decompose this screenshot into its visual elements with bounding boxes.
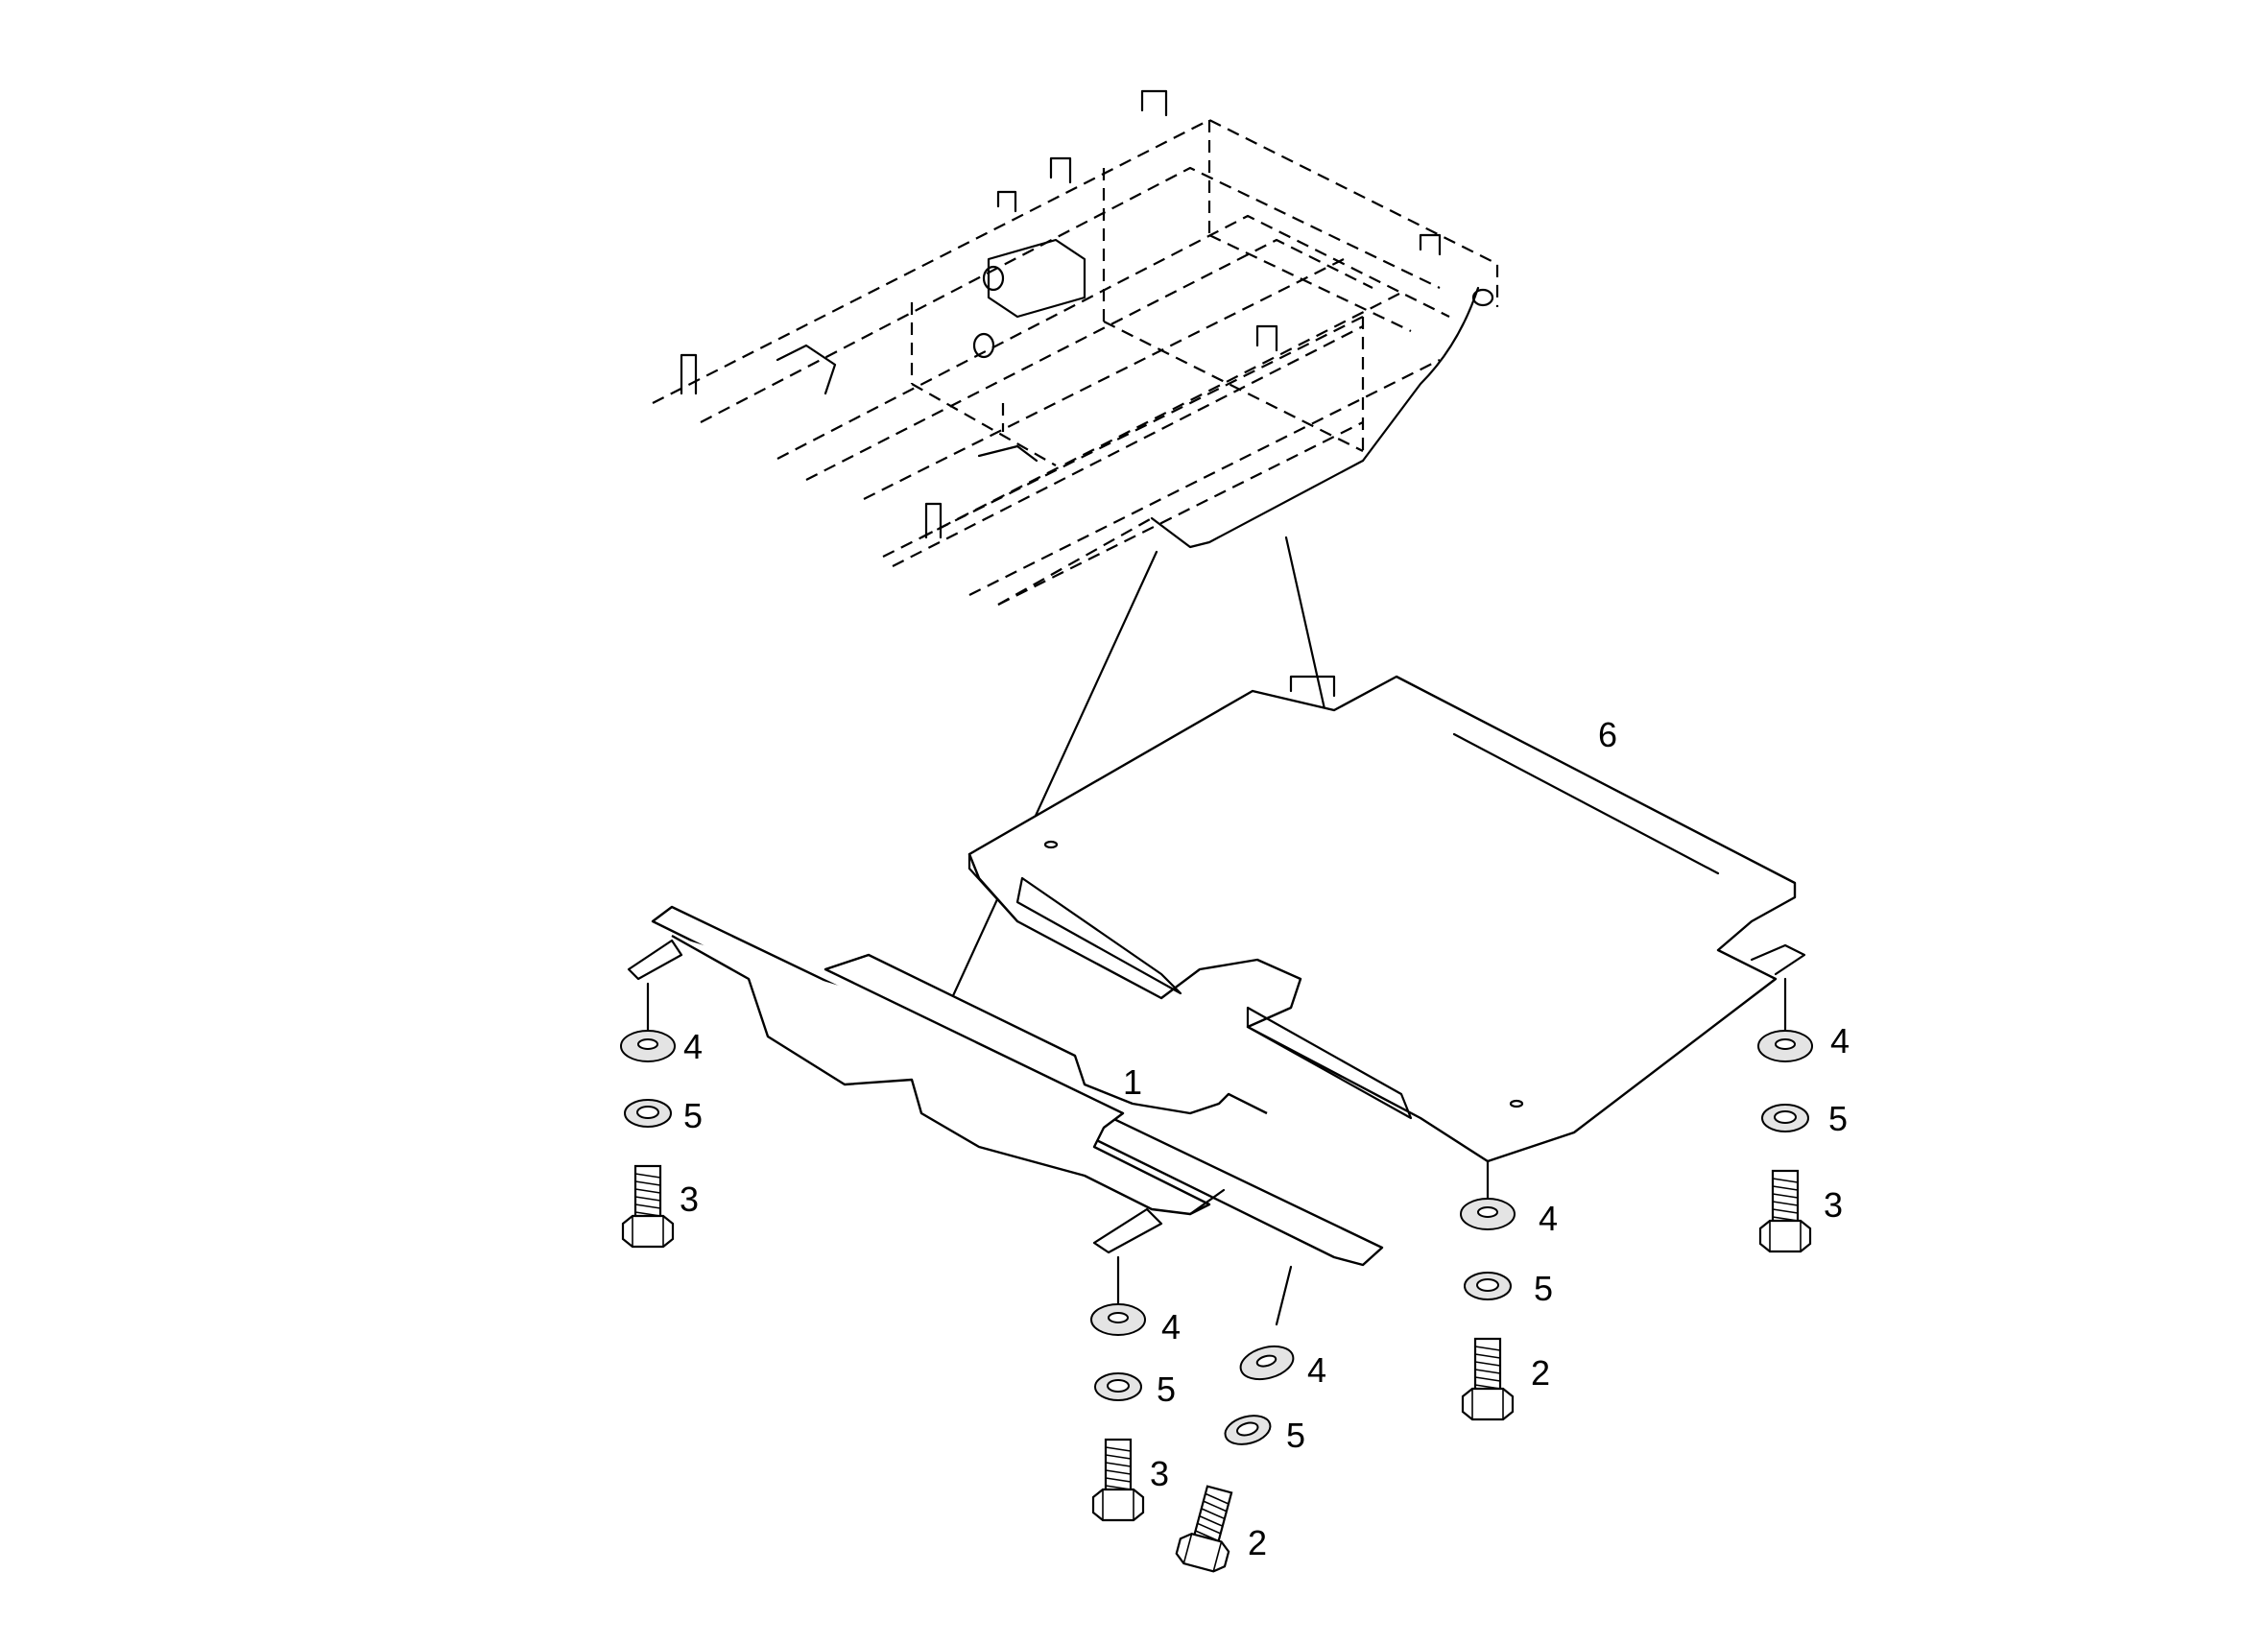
bolt-3-center-left (1091, 1438, 1145, 1522)
callout-3-center-left: 3 (1150, 1454, 1169, 1493)
washer-5-left (624, 1099, 672, 1128)
fastener-stack-center (1173, 1340, 1299, 1576)
washer-5-right (1761, 1104, 1809, 1132)
callout-4-center-left: 4 (1161, 1307, 1181, 1346)
callout-5-right: 5 (1828, 1099, 1848, 1138)
washer-4-center-left (1090, 1303, 1146, 1336)
skid-plate-1 (627, 905, 1384, 1326)
callout-4-center-right: 4 (1539, 1199, 1558, 1238)
callout-5-center-right: 5 (1534, 1269, 1553, 1308)
frame-assembly (652, 89, 1499, 606)
callout-4-right: 4 (1830, 1021, 1850, 1060)
washer-4-center-right (1460, 1198, 1516, 1230)
fastener-stack-center-left (1090, 1303, 1146, 1522)
callout-3-left: 3 (680, 1179, 699, 1219)
callout-2-center-right: 2 (1531, 1353, 1550, 1393)
bolt-3-left (621, 1164, 675, 1249)
callout-2-center: 2 (1248, 1523, 1267, 1562)
washer-5-center (1221, 1410, 1275, 1450)
fastener-stack-left (620, 1030, 676, 1249)
fastener-stack-center-right (1460, 1198, 1516, 1421)
washer-5-center-left (1094, 1372, 1142, 1401)
callout-4-center: 4 (1307, 1350, 1326, 1390)
callout-6: 6 (1598, 715, 1617, 754)
washer-4-left (620, 1030, 676, 1062)
washer-4-center (1235, 1340, 1299, 1386)
callout-4-left: 4 (683, 1027, 703, 1066)
leader-frame-to-plate-1 (943, 550, 1158, 1014)
callout-3-right: 3 (1824, 1185, 1843, 1225)
washer-4-right (1757, 1030, 1813, 1062)
bolt-2-center-right (1461, 1337, 1515, 1421)
bolt-2-center (1173, 1482, 1245, 1576)
callout-1: 1 (1123, 1062, 1142, 1102)
fastener-stack-right (1757, 1030, 1813, 1253)
washer-5-center-right (1464, 1272, 1512, 1300)
callout-5-center-left: 5 (1157, 1370, 1176, 1409)
callout-5-left: 5 (683, 1096, 703, 1135)
callout-5-center: 5 (1286, 1416, 1305, 1455)
bolt-3-right (1758, 1169, 1812, 1253)
